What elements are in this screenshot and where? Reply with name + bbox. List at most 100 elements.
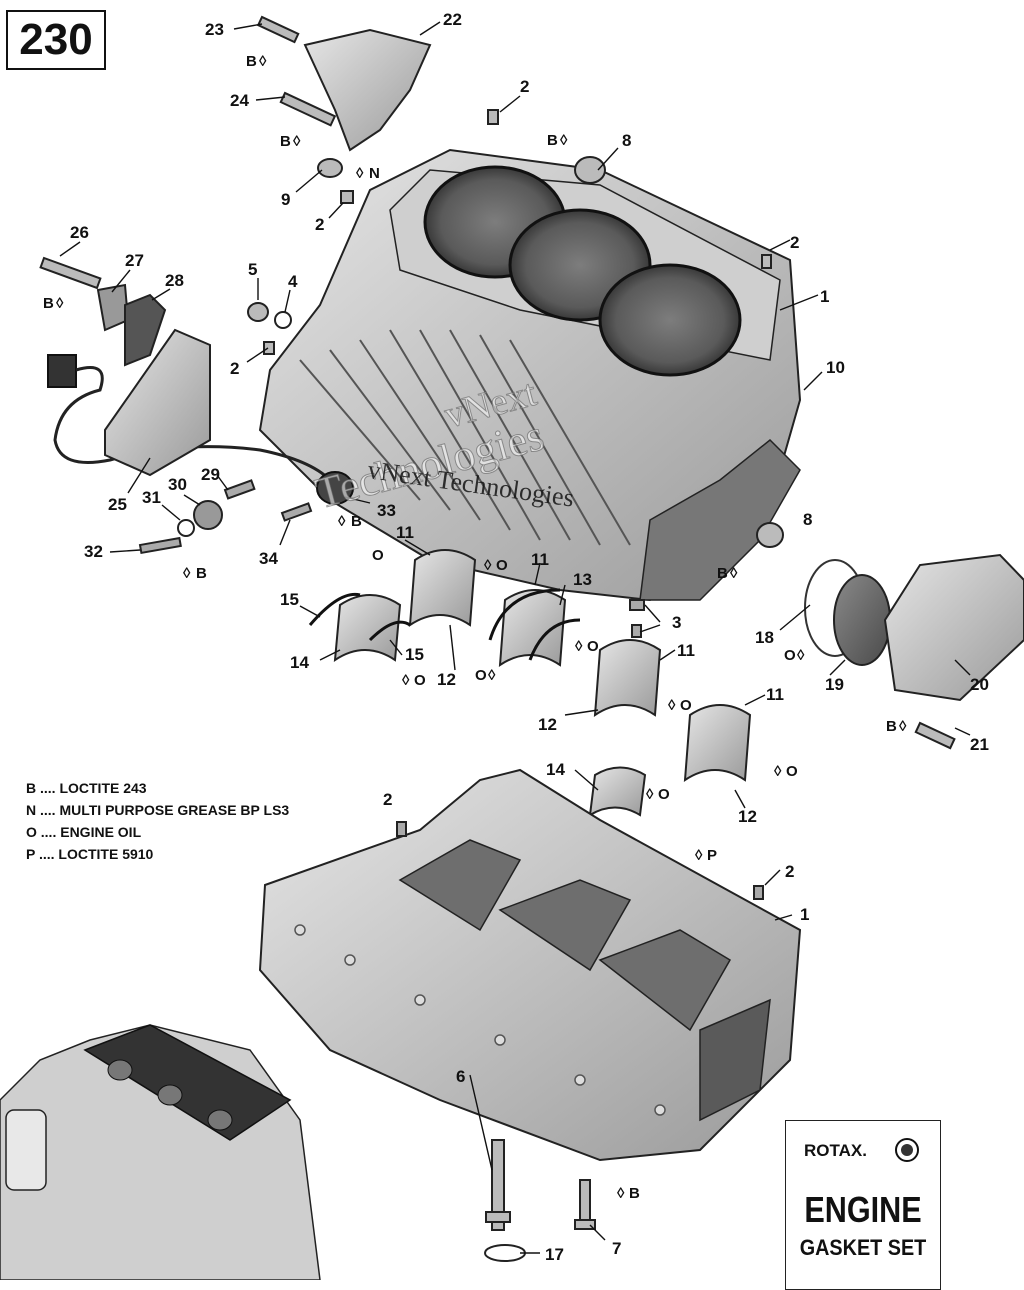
- symbol-o-14b: O: [658, 786, 670, 803]
- svg-text:◊: ◊: [774, 763, 782, 780]
- symbol-n-9: N: [369, 165, 380, 182]
- callout-2d: 2: [230, 359, 239, 378]
- lower-crankcase: [258, 768, 802, 1162]
- callout-29: 29: [201, 465, 220, 484]
- callout-10: 10: [826, 358, 845, 377]
- callout-22: 22: [443, 10, 462, 29]
- page-number: 230: [6, 10, 106, 70]
- symbol-b-21: B: [886, 718, 897, 735]
- callout-9: 9: [281, 190, 290, 209]
- symbol-b-24: B: [280, 133, 291, 150]
- svg-text:◊: ◊: [484, 557, 492, 574]
- callout-23: 23: [205, 20, 224, 39]
- svg-text:◊: ◊: [668, 697, 676, 714]
- callout-17: 17: [545, 1245, 564, 1264]
- callout-15a: 15: [280, 590, 299, 609]
- symbol-b-7: B: [629, 1185, 640, 1202]
- callout-2e: 2: [383, 790, 392, 809]
- compound-symbols: B◊ B◊ B◊ ◊N B◊ ◊B ◊B B◊ B◊ O◊ ◊O O ◊O O◊…: [43, 53, 907, 1202]
- right-side-parts: [629, 522, 1024, 750]
- callout-6: 6: [456, 1067, 465, 1086]
- legend-row-p: P .... LOCTITE 5910: [26, 846, 154, 862]
- symbol-o-11: O: [496, 557, 508, 574]
- callout-18: 18: [755, 628, 774, 647]
- symbol-o-18: O: [784, 647, 796, 664]
- symbol-b-26: B: [43, 295, 54, 312]
- svg-text:◊: ◊: [575, 638, 583, 655]
- callout-3: 3: [672, 613, 681, 632]
- callout-2c: 2: [790, 233, 799, 252]
- gasket-set-stamp: ROTAX. ENGINE GASKET SET: [785, 1120, 941, 1290]
- callout-14a: 14: [290, 653, 309, 672]
- symbol-p: P: [707, 847, 717, 864]
- svg-text:◊: ◊: [797, 647, 805, 664]
- callout-27: 27: [125, 251, 144, 270]
- callout-24: 24: [230, 91, 249, 110]
- svg-text:◊: ◊: [356, 165, 364, 182]
- svg-text:◊: ◊: [730, 565, 738, 582]
- svg-text:◊: ◊: [560, 132, 568, 149]
- callout-8a: 8: [622, 131, 631, 150]
- svg-text:◊: ◊: [695, 847, 703, 864]
- callout-12c: 12: [738, 807, 757, 826]
- callout-1a: 1: [820, 287, 829, 306]
- callout-11b: 11: [531, 550, 549, 569]
- callout-11c: 11: [677, 641, 695, 660]
- svg-text:O: O: [475, 667, 487, 684]
- callout-25: 25: [108, 495, 127, 514]
- legend: B .... LOCTITE 243 N .... MULTI PURPOSE …: [26, 777, 289, 865]
- symbol-o-11c: O: [680, 697, 692, 714]
- stamp-title: ENGINE: [804, 1189, 922, 1230]
- legend-row-n: N .... MULTI PURPOSE GREASE BP LS3: [26, 802, 290, 818]
- symbol-b-34: B: [351, 513, 362, 530]
- svg-text:◊: ◊: [183, 565, 191, 582]
- callout-2a: 2: [520, 77, 529, 96]
- callout-7: 7: [612, 1239, 621, 1258]
- svg-text:◊: ◊: [402, 672, 410, 689]
- svg-text:◊: ◊: [899, 718, 907, 735]
- callout-19: 19: [825, 675, 844, 694]
- callout-32: 32: [84, 542, 103, 561]
- callout-11d: 11: [766, 685, 784, 704]
- callout-13: 13: [573, 570, 592, 589]
- callout-2f: 2: [785, 862, 794, 881]
- callout-30: 30: [168, 475, 187, 494]
- symbol-b-8: B: [547, 132, 558, 149]
- legend-row-o: O .... ENGINE OIL: [26, 824, 142, 840]
- callout-12a: 12: [437, 670, 456, 689]
- stamp-brand: ROTAX.: [804, 1141, 867, 1160]
- symbol-o-13: O: [587, 638, 599, 655]
- symbol-b-23: B: [246, 53, 257, 70]
- symbol-b-31: B: [196, 565, 207, 582]
- callout-11a: 11: [396, 523, 414, 542]
- callout-20: 20: [970, 675, 989, 694]
- svg-text:◊: ◊: [646, 786, 654, 803]
- callout-4: 4: [288, 272, 298, 291]
- symbol-b-8b: B: [717, 565, 728, 582]
- legend-row-b: B .... LOCTITE 243: [26, 780, 147, 796]
- svg-text:◊: ◊: [617, 1185, 625, 1202]
- svg-text:◊: ◊: [56, 295, 64, 312]
- stamp-subtitle: GASKET SET: [799, 1235, 927, 1260]
- leader-lines: [59, 21, 971, 1254]
- lower-bolts: [484, 1139, 596, 1262]
- symbol-o-11d: O: [786, 763, 798, 780]
- callout-28: 28: [165, 271, 184, 290]
- symbol-o-15: O: [414, 672, 426, 689]
- callout-34: 34: [259, 549, 278, 568]
- svg-text:◊: ◊: [293, 133, 301, 150]
- svg-text:◊: ◊: [338, 513, 346, 530]
- callout-5: 5: [248, 260, 257, 279]
- callout-31: 31: [142, 488, 161, 507]
- brand-logo-icon: [895, 1138, 919, 1162]
- callout-26: 26: [70, 223, 89, 242]
- engine-mount-bracket: [303, 28, 432, 152]
- engine-thumbnail: [0, 1024, 321, 1280]
- cylinder-block: [258, 148, 802, 602]
- callout-labels: 23 22 24 2 8 9 2 26 27 28 5 4 2 1 10 2 2…: [70, 10, 989, 1264]
- svg-text:◊: ◊: [488, 667, 496, 684]
- callout-14b: 14: [546, 760, 565, 779]
- callout-1b: 1: [800, 905, 809, 924]
- crankshaft-bearings: [308, 549, 752, 817]
